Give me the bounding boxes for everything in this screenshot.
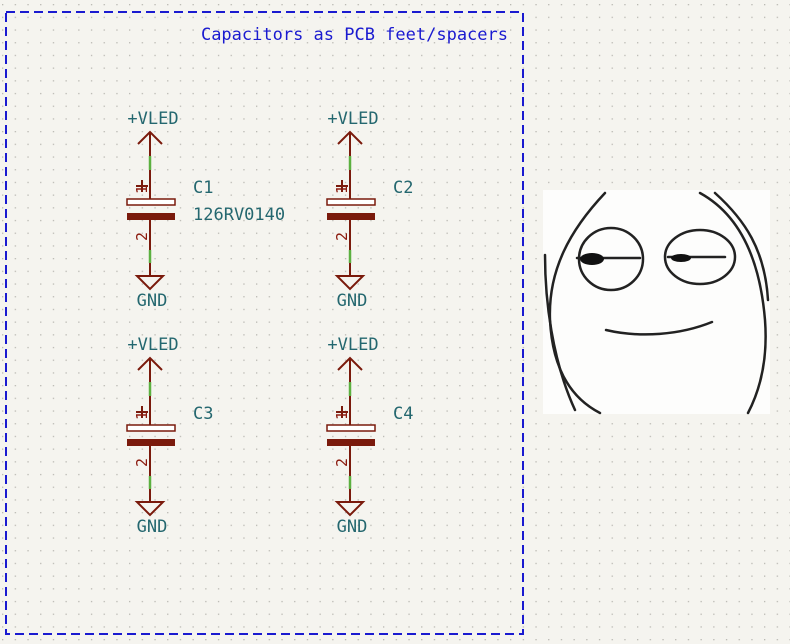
- capacitor-plate-positive: [326, 424, 376, 432]
- pin-number-2: 2: [333, 458, 351, 467]
- ground-label: GND: [337, 291, 368, 311]
- pin-number-1: 1: [333, 411, 351, 420]
- ground-label: GND: [137, 291, 168, 311]
- ground-icon: [134, 501, 166, 517]
- capacitor-c2[interactable]: +VLED GND 1 2 C2: [326, 109, 413, 311]
- plus-icon: [336, 180, 348, 192]
- capacitor-plate-negative: [327, 439, 375, 446]
- power-label-vled: +VLED: [327, 335, 378, 355]
- power-label-vled: +VLED: [127, 109, 178, 129]
- plus-icon: [136, 406, 148, 418]
- pin-number-1: 1: [333, 185, 351, 194]
- capacitor-c1[interactable]: +VLED GND 1 2 C1 126RV0140: [126, 109, 285, 311]
- pin-number-2: 2: [133, 232, 151, 241]
- reference-label: C2: [393, 178, 413, 198]
- capacitor-plate-negative: [327, 213, 375, 220]
- plus-icon: [336, 406, 348, 418]
- pin-number-2: 2: [133, 458, 151, 467]
- reference-label: C3: [193, 404, 213, 424]
- ground-label: GND: [137, 517, 168, 537]
- pin-number-1: 1: [133, 185, 151, 194]
- pin-number-1: 1: [133, 411, 151, 420]
- ground-icon: [334, 275, 366, 291]
- ground-label: GND: [337, 517, 368, 537]
- capacitor-plate-negative: [127, 213, 175, 220]
- capacitor-c4[interactable]: +VLED GND 1 2 C4: [326, 335, 413, 537]
- capacitor-plate-positive: [326, 198, 376, 206]
- power-label-vled: +VLED: [327, 109, 378, 129]
- power-label-vled: +VLED: [127, 335, 178, 355]
- reference-label: C4: [393, 404, 413, 424]
- reference-label: C1: [193, 178, 213, 198]
- ground-icon: [334, 501, 366, 517]
- value-label: 126RV0140: [193, 205, 285, 225]
- capacitor-plate-positive: [126, 198, 176, 206]
- capacitor-plate-negative: [127, 439, 175, 446]
- troll-face-meme-image[interactable]: [543, 190, 770, 415]
- capacitor-c3[interactable]: +VLED GND 1 2 C3: [126, 335, 213, 537]
- plus-icon: [136, 180, 148, 192]
- note-text: Capacitors as PCB feet/spacers: [201, 25, 508, 45]
- pin-number-2: 2: [333, 232, 351, 241]
- ground-icon: [134, 275, 166, 291]
- group-border: [5, 11, 524, 635]
- capacitor-plate-positive: [126, 424, 176, 432]
